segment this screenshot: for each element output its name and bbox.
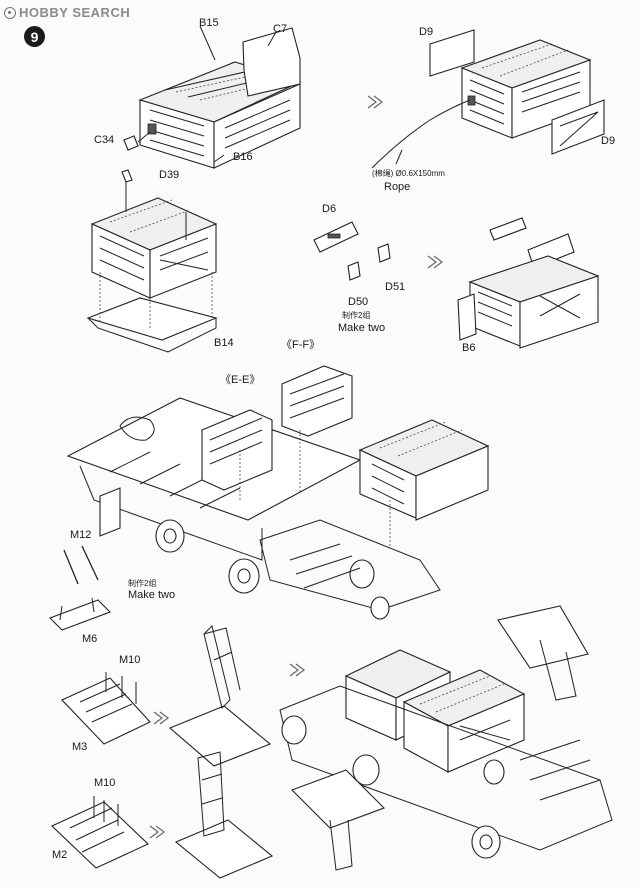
flow-arrow-icon — [153, 711, 169, 725]
label-make-two-cn-1: 制作2组 — [342, 311, 371, 320]
rope-line — [371, 99, 471, 169]
label-b16: B16 — [233, 151, 253, 163]
step-m3 — [61, 672, 151, 745]
bracket-c34 — [123, 135, 139, 151]
flow-arrow-icon — [289, 663, 305, 677]
label-m10-top: M10 — [119, 654, 141, 666]
label-section-ff: 《F-F》 — [281, 339, 321, 351]
battery-box-exploded — [123, 25, 302, 169]
flow-arrow-icon — [427, 255, 443, 269]
label-m3: M3 — [72, 741, 88, 753]
hobby-search-logo-icon — [4, 6, 16, 19]
panel-d9-bottom — [551, 99, 605, 155]
label-make-two-cn-2: 制作2组 — [128, 579, 157, 588]
flow-arrow-icon — [149, 825, 165, 839]
step-number-badge: 9 — [24, 26, 45, 47]
fuel-tank-ff — [281, 365, 353, 437]
brand-text: HOBBY SEARCH — [19, 5, 131, 20]
label-rope-spec: (棉绳) Ø0.6X150mm — [372, 169, 445, 178]
box-with-d9-panels — [429, 29, 605, 155]
label-rope: Rope — [384, 181, 411, 193]
label-d51: D51 — [385, 281, 406, 293]
label-m6: M6 — [82, 633, 98, 645]
label-m12: M12 — [70, 529, 92, 541]
label-m10-bottom: M10 — [94, 777, 116, 789]
step-m2-assembled — [174, 751, 274, 879]
watermark-logo: HOBBY SEARCH — [4, 5, 130, 20]
label-d9-bottom: D9 — [601, 135, 616, 147]
step-m2 — [51, 796, 149, 869]
chassis-assembly-middle — [66, 365, 490, 620]
label-c7: C7 — [273, 23, 288, 35]
bracket-parts-d6-d50-d51 — [313, 221, 391, 281]
label-d6: D6 — [322, 203, 337, 215]
box-b6 — [457, 217, 600, 349]
label-section-ee: 《E-E》 — [220, 374, 261, 386]
label-make-two-1: Make two — [338, 322, 386, 334]
fuel-tank-ee — [201, 409, 273, 491]
label-d50: D50 — [348, 296, 369, 308]
label-make-two-2: Make two — [128, 589, 176, 601]
label-d9-top: D9 — [419, 26, 434, 38]
label-b15: B15 — [199, 17, 219, 29]
box-d39-b14 — [86, 169, 218, 353]
end-panel-c7 — [242, 27, 301, 97]
step-m3-assembled — [168, 625, 272, 767]
label-b6: B6 — [462, 342, 476, 354]
final-assembly-bottom-right — [279, 605, 613, 871]
label-c34: C34 — [94, 134, 115, 146]
label-d39: D39 — [159, 169, 180, 181]
flow-arrow-icon — [367, 95, 383, 109]
label-b14: B14 — [214, 337, 234, 349]
floor-tray-b14 — [86, 297, 218, 341]
label-m2: M2 — [52, 849, 68, 861]
ladder-parts-m12-m6 — [49, 545, 111, 631]
